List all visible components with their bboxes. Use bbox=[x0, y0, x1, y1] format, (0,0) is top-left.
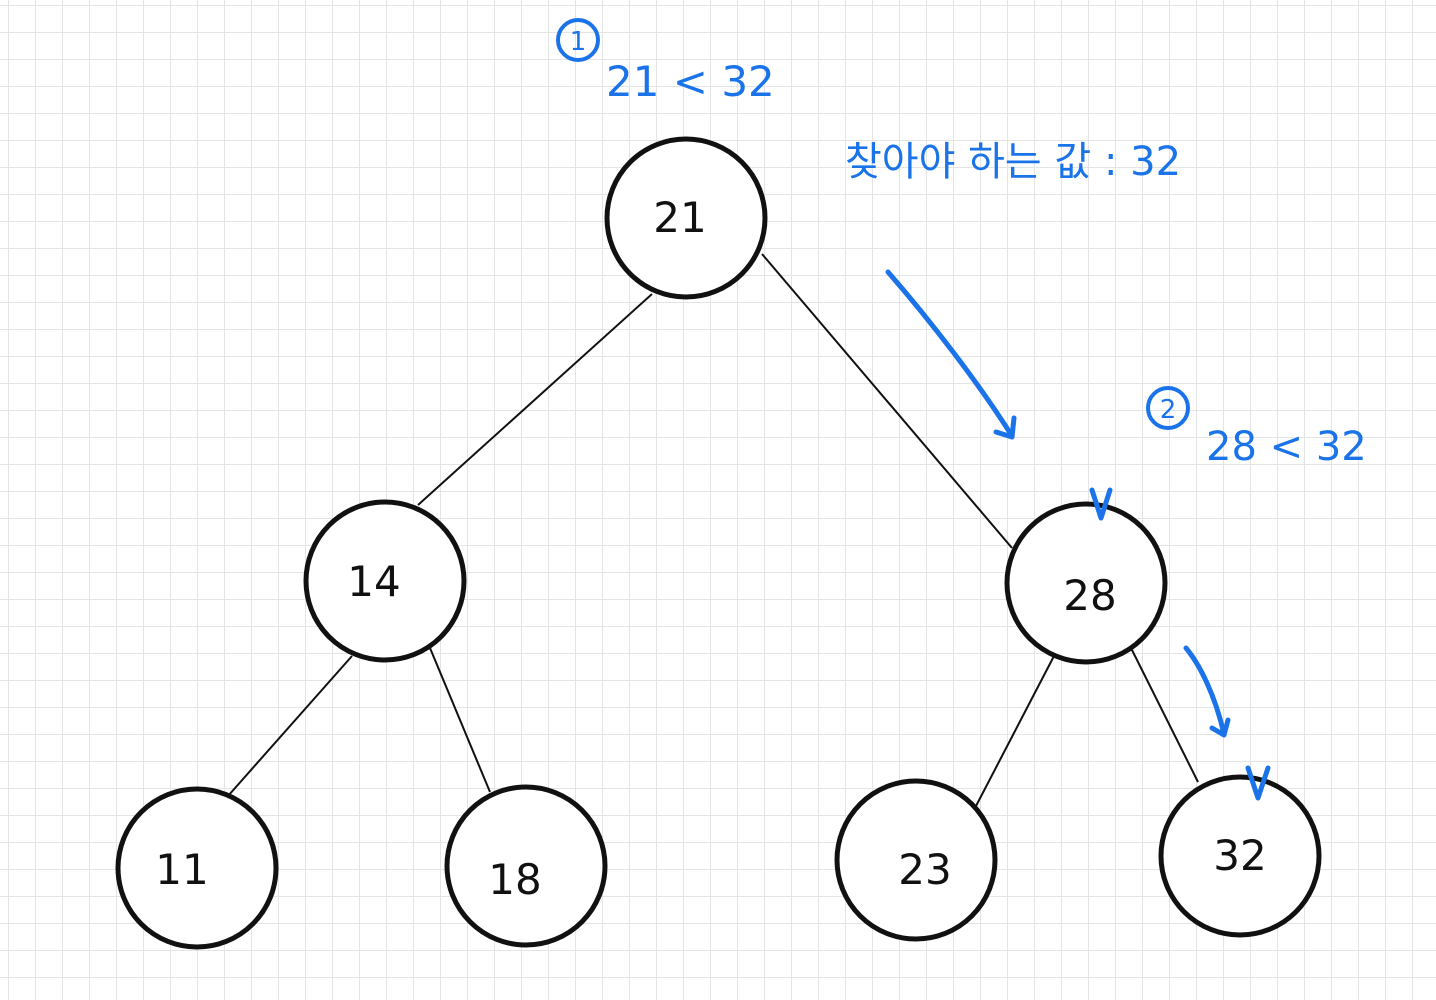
checkmark-node-32 bbox=[1245, 765, 1271, 801]
node-label: 21 bbox=[653, 193, 706, 242]
step-1-marker bbox=[556, 18, 600, 62]
edge-21-28 bbox=[761, 253, 1013, 549]
edge-14-18 bbox=[429, 647, 491, 793]
checkmark-node-28 bbox=[1089, 487, 1113, 521]
tree-node-14: 14 bbox=[303, 499, 467, 663]
annotation-step-1: 1 21 < 32 bbox=[556, 18, 775, 106]
edge-14-11 bbox=[227, 655, 353, 797]
node-label: 32 bbox=[1213, 831, 1266, 880]
step-1-number: 1 bbox=[570, 27, 587, 57]
edge-21-14 bbox=[417, 293, 653, 506]
node-label: 18 bbox=[488, 855, 541, 904]
node-label: 23 bbox=[898, 845, 951, 894]
annotation-step-2: 2 28 < 32 bbox=[1146, 386, 1367, 470]
tree-node-18: 18 bbox=[444, 784, 608, 948]
tree-node-21: 21 bbox=[604, 136, 768, 300]
edge-28-23 bbox=[975, 655, 1055, 807]
node-label: 11 bbox=[155, 845, 208, 894]
step-1-comparison: 21 < 32 bbox=[606, 57, 775, 106]
goal-label: 찾아야 하는 값 : 32 bbox=[845, 139, 1181, 185]
node-label: 28 bbox=[1063, 571, 1116, 620]
tree-node-11: 11 bbox=[115, 786, 279, 950]
tree-node-28: 28 bbox=[1004, 501, 1168, 665]
arrow-to-node-28 bbox=[885, 269, 1017, 440]
step-2-marker bbox=[1146, 386, 1190, 430]
arrow-to-node-32 bbox=[1183, 645, 1231, 738]
node-label: 14 bbox=[347, 557, 400, 606]
edge-28-32 bbox=[1131, 649, 1199, 783]
step-2-number: 2 bbox=[1160, 395, 1177, 425]
tree-node-23: 23 bbox=[834, 778, 998, 942]
step-2-comparison: 28 < 32 bbox=[1206, 424, 1367, 470]
tree-node-32: 32 bbox=[1158, 774, 1322, 938]
tree-edges bbox=[227, 253, 1199, 807]
